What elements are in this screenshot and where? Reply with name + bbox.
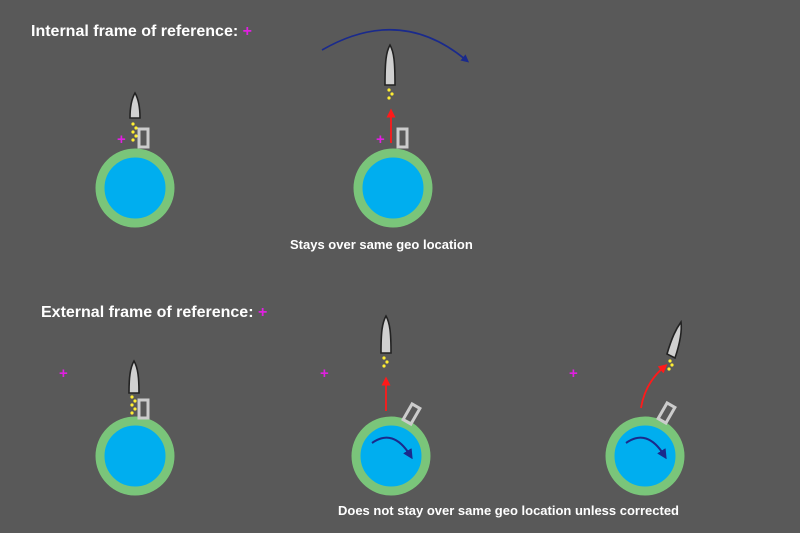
rocket-tilted [666,319,683,360]
internal-frame-heading-text: Internal frame of reference: [31,23,239,40]
rocket-exhaust [667,359,674,371]
reference-marker-internal-1: + [117,131,126,148]
planet [605,416,685,496]
scene-external-curved [605,319,685,496]
planet-rotation-arrow [371,436,413,460]
rocket-exhaust [130,395,137,415]
rocket [129,91,141,119]
rocket-exhaust [131,122,138,142]
rocket [380,314,392,354]
scene-external-launch [95,359,175,496]
external-frame-heading-text: External frame of reference: [41,304,254,321]
launch-tower [137,127,150,149]
reference-marker-internal-2: + [376,131,385,148]
orbit-motion-arc [321,28,470,63]
rocket [384,43,396,86]
internal-frame-heading: Internal frame of reference: + [31,23,252,41]
launch-tower-rotated [656,400,677,426]
planet [95,148,175,228]
external-frame-marker: + [257,304,268,321]
curved-thrust-arrow [640,364,668,409]
reference-marker-external-2: + [320,365,329,382]
external-frame-caption: Does not stay over same geo location unl… [338,503,680,518]
launch-tower-rotated [401,401,422,427]
internal-frame-caption: Stays over same geo location [290,237,473,252]
reference-marker-external-1: + [59,365,68,382]
planet-rotation-arrow [625,436,667,460]
reference-marker-external-3: + [569,365,578,382]
planet [353,148,433,228]
planet [351,416,431,496]
rocket-exhaust [382,356,389,368]
rocket [128,359,140,394]
scene-internal-launch [95,91,175,228]
launch-tower [396,127,409,149]
rocket-exhaust [387,88,394,100]
planet [95,416,175,496]
launch-tower [137,398,150,420]
internal-frame-marker: + [242,23,252,40]
external-frame-heading: External frame of reference: + [41,304,267,322]
scene-internal-launched [353,43,433,228]
scene-external-launched [351,314,431,496]
